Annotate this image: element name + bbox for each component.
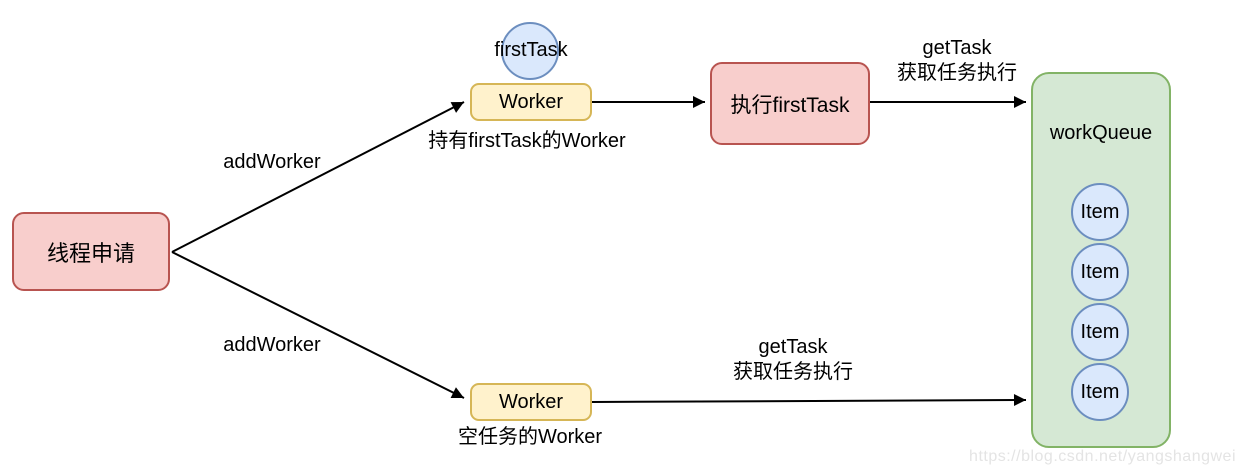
empty-task-label: 空任务的Worker	[457, 426, 603, 448]
arrow-addworker-top	[171, 101, 465, 253]
exec-first-task-node: 执行firstTask	[710, 62, 870, 145]
worker-bottom-label: Worker	[498, 390, 564, 413]
arrow-addworker-bottom	[171, 251, 465, 399]
addworker-top-label: addWorker	[223, 151, 321, 173]
thread-request-node: 线程申请	[12, 212, 170, 291]
gettask-bottom-line2: 获取任务执行	[733, 361, 853, 383]
addworker-bottom-label: addWorker	[223, 334, 321, 356]
gettask-top-label: getTask 获取任务执行	[877, 36, 1037, 86]
exec-first-task-label: 执行firstTask	[730, 93, 850, 117]
gettask-bottom-label: getTask 获取任务执行	[713, 335, 873, 385]
queue-item: Item	[1071, 183, 1129, 241]
holds-firsttask-label: 持有firstTask的Worker	[428, 130, 626, 152]
thread-request-label: 线程申请	[46, 240, 135, 266]
watermark-text: https://blog.csdn.net/yangshangwei	[969, 448, 1236, 465]
queue-item-label: Item	[1080, 320, 1120, 343]
queue-item: Item	[1071, 243, 1129, 301]
queue-item: Item	[1071, 303, 1129, 361]
worker-bottom-node: Worker	[470, 383, 592, 421]
first-task-label: firstTask	[494, 39, 568, 61]
gettask-bottom-line1: getTask	[758, 336, 828, 358]
queue-item-label: Item	[1080, 200, 1120, 223]
arrow-gettask-bottom	[591, 394, 1027, 407]
queue-item-label: Item	[1080, 380, 1120, 403]
gettask-top-line1: getTask	[922, 37, 992, 59]
queue-item-label: Item	[1080, 260, 1120, 283]
first-task-circle	[501, 22, 559, 80]
worker-top-node: Worker	[470, 83, 592, 121]
work-queue-title: workQueue	[1049, 122, 1153, 144]
queue-item: Item	[1071, 363, 1129, 421]
gettask-top-line2: 获取任务执行	[897, 62, 1017, 84]
worker-top-label: Worker	[498, 90, 564, 113]
